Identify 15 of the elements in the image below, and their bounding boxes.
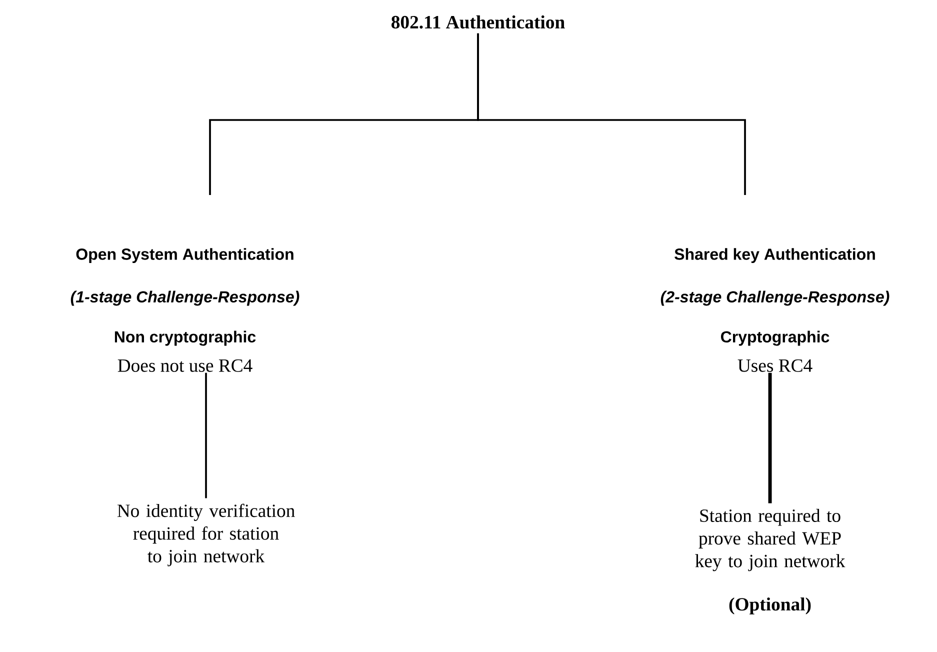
category-label: Cryptographic xyxy=(721,330,830,346)
description: Does not use RC4 xyxy=(118,359,252,372)
heading: Open System Authentication xyxy=(76,248,294,264)
title: 802.11 Authentication xyxy=(392,15,565,29)
connector-line xyxy=(205,372,207,498)
description: Uses RC4 xyxy=(738,359,812,372)
heading: Shared key Authentication xyxy=(674,248,875,264)
category-label: Non cryptographic xyxy=(114,330,256,346)
connector-line xyxy=(477,33,746,195)
subtitle: (1-stage Challenge-Response) xyxy=(70,290,300,306)
description: No identity verification required for station to join network xyxy=(117,504,295,566)
note: (Optional) xyxy=(729,597,811,614)
description: Station required to prove shared WEP key to join network xyxy=(695,508,846,572)
subtitle: (2-stage Challenge-Response) xyxy=(660,290,890,306)
connector-line xyxy=(768,372,772,504)
